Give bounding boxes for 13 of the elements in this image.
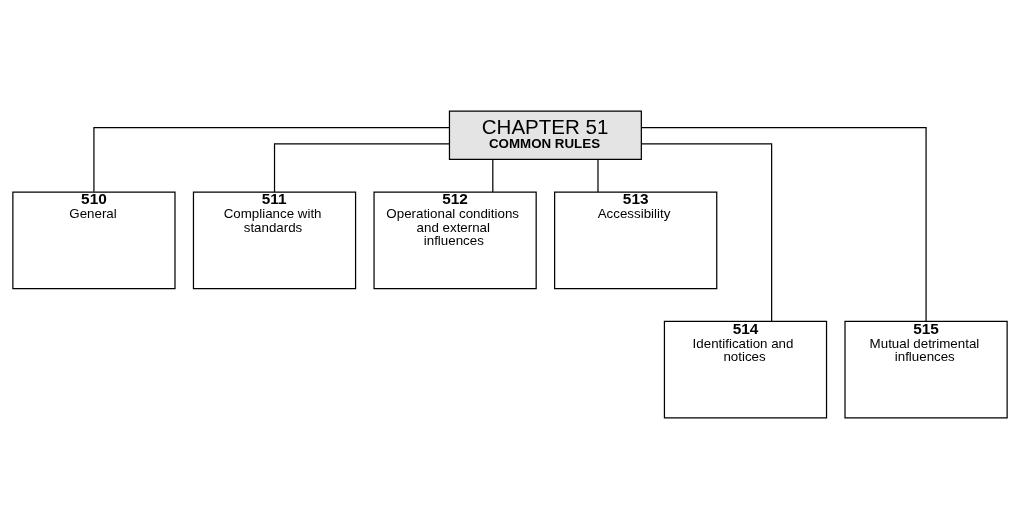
- connector: [597, 158, 599, 193]
- connector: [640, 126, 927, 322]
- connector: [492, 158, 494, 193]
- node-box: 515 Mutual detrimental influences: [844, 320, 1008, 419]
- node-box: 512 Operational conditions and external influences: [373, 191, 537, 290]
- node-box: 513 Accessibility: [554, 191, 718, 290]
- node-box: 510 General: [12, 191, 176, 290]
- connector: [273, 143, 450, 193]
- connector: [93, 126, 450, 193]
- connector: [640, 143, 773, 322]
- node-box: 514 Identification and notices: [663, 320, 828, 419]
- node-box: 511 Compliance with standards: [192, 191, 357, 290]
- node-box: CHAPTER 51 COMMON RULES: [448, 110, 642, 160]
